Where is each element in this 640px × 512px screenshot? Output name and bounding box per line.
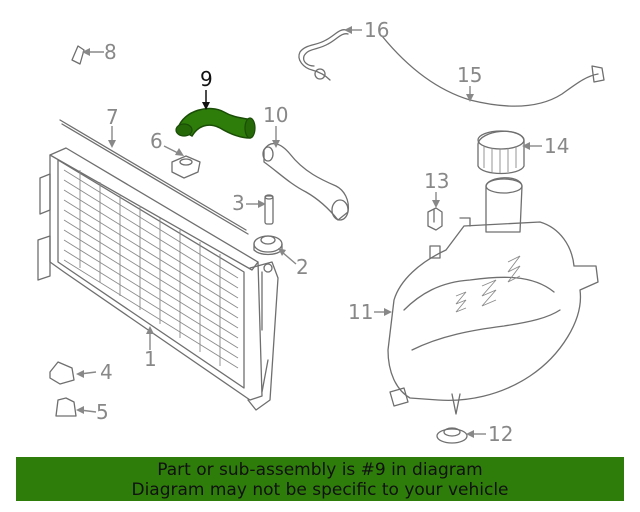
hose-part-9[interactable]: [175, 107, 256, 139]
callout-leaders: [76, 26, 542, 438]
callout-12: 12: [488, 422, 513, 446]
callout-3: 3: [232, 191, 245, 215]
sensor-part-13[interactable]: [427, 207, 443, 231]
stud-part-3[interactable]: [264, 194, 274, 225]
reservoir-part-11[interactable]: [387, 177, 599, 415]
radiator-part-1[interactable]: [37, 147, 279, 411]
hose-part-15[interactable]: [381, 35, 605, 107]
cap-part-14[interactable]: [477, 130, 525, 175]
mount-part-2[interactable]: [253, 235, 283, 256]
clip-part-8[interactable]: [71, 45, 85, 65]
callout-9: 9: [200, 67, 213, 91]
banner-line-1: Part or sub-assembly is #9 in diagram: [157, 460, 483, 480]
callout-15: 15: [457, 63, 482, 87]
callout-11: 11: [348, 300, 373, 324]
callout-14: 14: [544, 134, 569, 158]
callout-1: 1: [144, 347, 157, 371]
callout-4: 4: [100, 360, 113, 384]
bracket-part-6[interactable]: [171, 155, 201, 179]
info-banner: Part or sub-assembly is #9 in diagram Di…: [16, 457, 624, 501]
insulator-part-5[interactable]: [55, 397, 77, 417]
hose-part-10[interactable]: [262, 143, 350, 221]
callout-8: 8: [104, 40, 117, 64]
callout-2: 2: [296, 255, 309, 279]
grommet-part-12[interactable]: [436, 427, 468, 444]
bracket-part-4[interactable]: [49, 361, 75, 385]
parts-diagram: 1 2 3 4 5 6 7 8 9 10 11 12 13 14 15 16: [37, 18, 605, 446]
callout-6: 6: [150, 129, 163, 153]
callout-7: 7: [106, 105, 119, 129]
callout-16: 16: [364, 18, 389, 42]
callout-5: 5: [96, 400, 109, 424]
banner-line-2: Diagram may not be specific to your vehi…: [131, 480, 509, 500]
callout-13: 13: [424, 169, 449, 193]
hose-part-16[interactable]: [298, 29, 349, 81]
callout-10: 10: [263, 103, 288, 127]
rod-part-7[interactable]: [59, 119, 249, 235]
